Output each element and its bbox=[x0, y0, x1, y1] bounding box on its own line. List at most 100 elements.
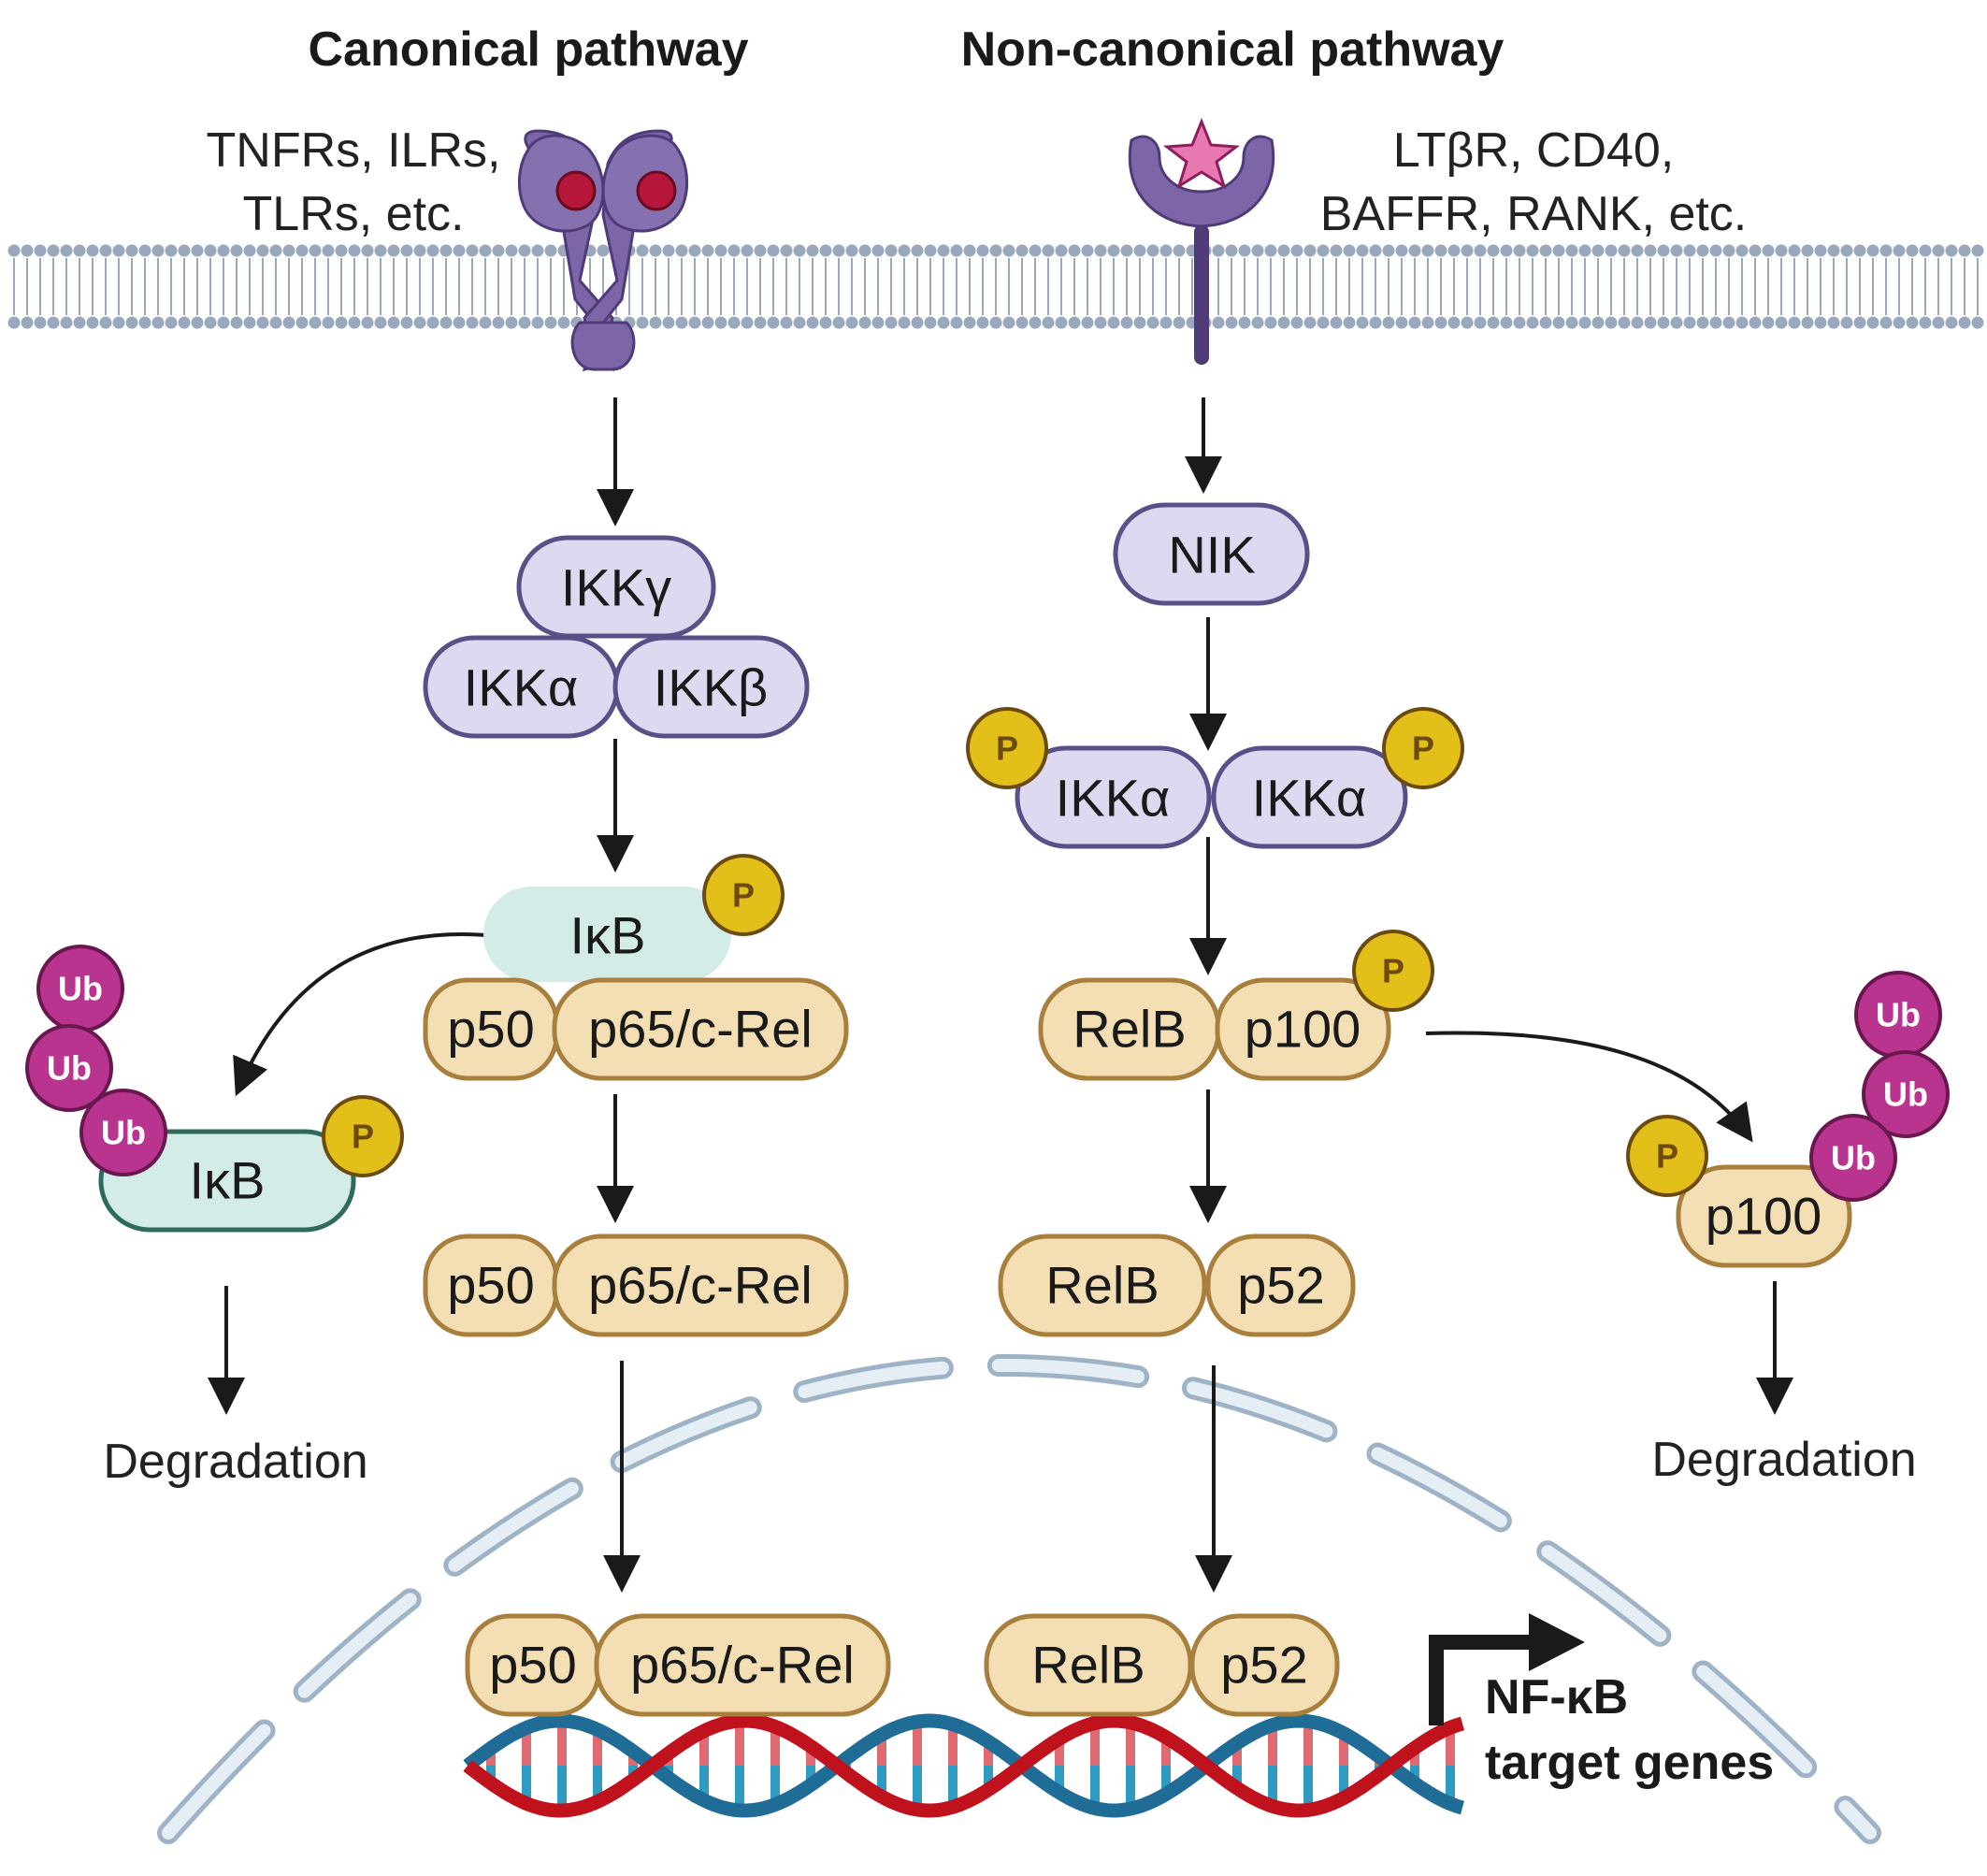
membrane-lipid-head bbox=[1722, 316, 1735, 329]
membrane-lipid-head bbox=[1094, 244, 1107, 257]
target-genes-label-line2: target genes bbox=[1485, 1736, 1774, 1790]
membrane-lipid-head bbox=[86, 316, 99, 329]
ligand-star-icon bbox=[1162, 117, 1241, 190]
membrane-lipid-head bbox=[138, 244, 151, 257]
membrane-lipid-head bbox=[1330, 316, 1343, 329]
phospho-badge-p100-degraded: P bbox=[1626, 1115, 1708, 1197]
svg-text:Ub: Ub bbox=[47, 1049, 92, 1088]
membrane-lipid-head bbox=[1029, 316, 1042, 329]
membrane-lipid-head bbox=[335, 244, 348, 257]
svg-text:P: P bbox=[1412, 729, 1434, 768]
membrane-lipid-head bbox=[73, 244, 86, 257]
membrane-lipid-head bbox=[1421, 316, 1434, 329]
nuclear-envelope-inner bbox=[162, 1359, 1877, 1840]
membrane-lipid-head bbox=[1775, 244, 1788, 257]
membrane-lipid-head bbox=[1251, 244, 1264, 257]
membrane-lipid-head bbox=[387, 316, 400, 329]
membrane-lipid-head bbox=[989, 316, 1002, 329]
membrane-lipid-head bbox=[1814, 244, 1827, 257]
membrane-lipid-head bbox=[1591, 316, 1605, 329]
phospho-badge-ikka-left: P bbox=[966, 707, 1048, 789]
membrane-lipid-head bbox=[1146, 316, 1159, 329]
membrane-lipid-head bbox=[780, 316, 793, 329]
noncanonical-title: Non-canonical pathway bbox=[961, 22, 1505, 77]
p50-label-2: p50 bbox=[447, 1256, 534, 1315]
membrane-lipid-head bbox=[767, 316, 780, 329]
membrane-lipid-head bbox=[73, 316, 86, 329]
membrane-lipid-head bbox=[1015, 244, 1029, 257]
membrane-lipid-head bbox=[204, 244, 217, 257]
membrane-lipid-head bbox=[1330, 244, 1343, 257]
dna-strand-blue bbox=[463, 1713, 1464, 1818]
membrane-lipid-head bbox=[767, 244, 780, 257]
membrane-lipid-head bbox=[1264, 316, 1277, 329]
relb-label-3: RelB bbox=[1031, 1636, 1145, 1695]
degradation-right-label: Degradation bbox=[1651, 1433, 1916, 1487]
membrane-lipid-head bbox=[806, 244, 819, 257]
membrane-lipid-head bbox=[649, 244, 662, 257]
membrane-lipid-head bbox=[1382, 244, 1395, 257]
membrane-lipid-head bbox=[1879, 244, 1893, 257]
svg-text:Ub: Ub bbox=[1883, 1075, 1928, 1114]
p52-label-2: p52 bbox=[1237, 1256, 1324, 1315]
membrane-lipid-head bbox=[1827, 316, 1840, 329]
membrane-lipid-head bbox=[754, 316, 767, 329]
membrane-lipid-head bbox=[1277, 316, 1290, 329]
membrane-lipid-head bbox=[858, 244, 871, 257]
membrane-lipid-head bbox=[1945, 244, 1958, 257]
membrane-lipid-head bbox=[60, 244, 73, 257]
membrane-lipid-head bbox=[1932, 244, 1945, 257]
membrane-lipid-head bbox=[1303, 244, 1317, 257]
svg-text:Ub: Ub bbox=[101, 1114, 146, 1152]
membrane-lipid-head bbox=[885, 244, 898, 257]
membrane-lipid-head bbox=[597, 244, 610, 257]
membrane-lipid-head bbox=[544, 316, 557, 329]
membrane-lipid-head bbox=[1618, 244, 1631, 257]
membrane-lipid-head bbox=[1120, 244, 1133, 257]
membrane-lipid-head bbox=[1487, 316, 1500, 329]
membrane-lipid-head bbox=[1159, 316, 1173, 329]
membrane-lipid-head bbox=[1474, 244, 1487, 257]
membrane-lipid-head bbox=[1618, 316, 1631, 329]
membrane-lipid-head bbox=[47, 316, 60, 329]
membrane-lipid-head bbox=[466, 244, 479, 257]
membrane-lipid-head bbox=[662, 244, 675, 257]
membrane-lipid-head bbox=[256, 244, 269, 257]
membrane-lipid-head bbox=[806, 316, 819, 329]
membrane-lipid-head bbox=[1356, 244, 1369, 257]
membrane-lipid-head bbox=[1238, 316, 1251, 329]
membrane-lipid-head bbox=[688, 316, 701, 329]
membrane-lipid-head bbox=[151, 316, 165, 329]
membrane-lipid-head bbox=[1369, 316, 1382, 329]
membrane-lipid-head bbox=[688, 244, 701, 257]
membrane-lipid-head bbox=[1487, 244, 1500, 257]
membrane-lipid-head bbox=[1749, 316, 1762, 329]
membrane-lipid-head bbox=[871, 316, 885, 329]
membrane-lipid-head bbox=[845, 244, 858, 257]
membrane-lipid-head bbox=[217, 316, 230, 329]
membrane-lipid-head bbox=[453, 244, 466, 257]
membrane-lipid-head bbox=[976, 244, 989, 257]
membrane-lipid-head bbox=[505, 316, 518, 329]
membrane-lipid-head bbox=[335, 316, 348, 329]
membrane-lipid-head bbox=[1958, 316, 1971, 329]
membrane-lipid-head bbox=[1788, 244, 1801, 257]
membrane-lipid-head bbox=[191, 244, 204, 257]
membrane-lipid-head bbox=[898, 244, 911, 257]
membrane-lipid-head bbox=[1055, 316, 1068, 329]
membrane-lipid-head bbox=[60, 316, 73, 329]
membrane-lipid-head bbox=[1042, 244, 1055, 257]
membrane-lipid-head bbox=[1696, 316, 1709, 329]
membrane-lipid-head bbox=[1709, 316, 1722, 329]
membrane-lipid-head bbox=[230, 316, 243, 329]
membrane-lipid-head bbox=[1277, 244, 1290, 257]
membrane-lipid-head bbox=[400, 244, 413, 257]
membrane-lipid-head bbox=[1788, 316, 1801, 329]
membrane-lipid-head bbox=[47, 244, 60, 257]
membrane-lipid-head bbox=[1827, 244, 1840, 257]
membrane-lipid-head bbox=[1906, 244, 1919, 257]
membrane-lipid-head bbox=[21, 244, 34, 257]
p52-label-3: p52 bbox=[1220, 1636, 1307, 1695]
membrane-lipid-head bbox=[426, 244, 439, 257]
